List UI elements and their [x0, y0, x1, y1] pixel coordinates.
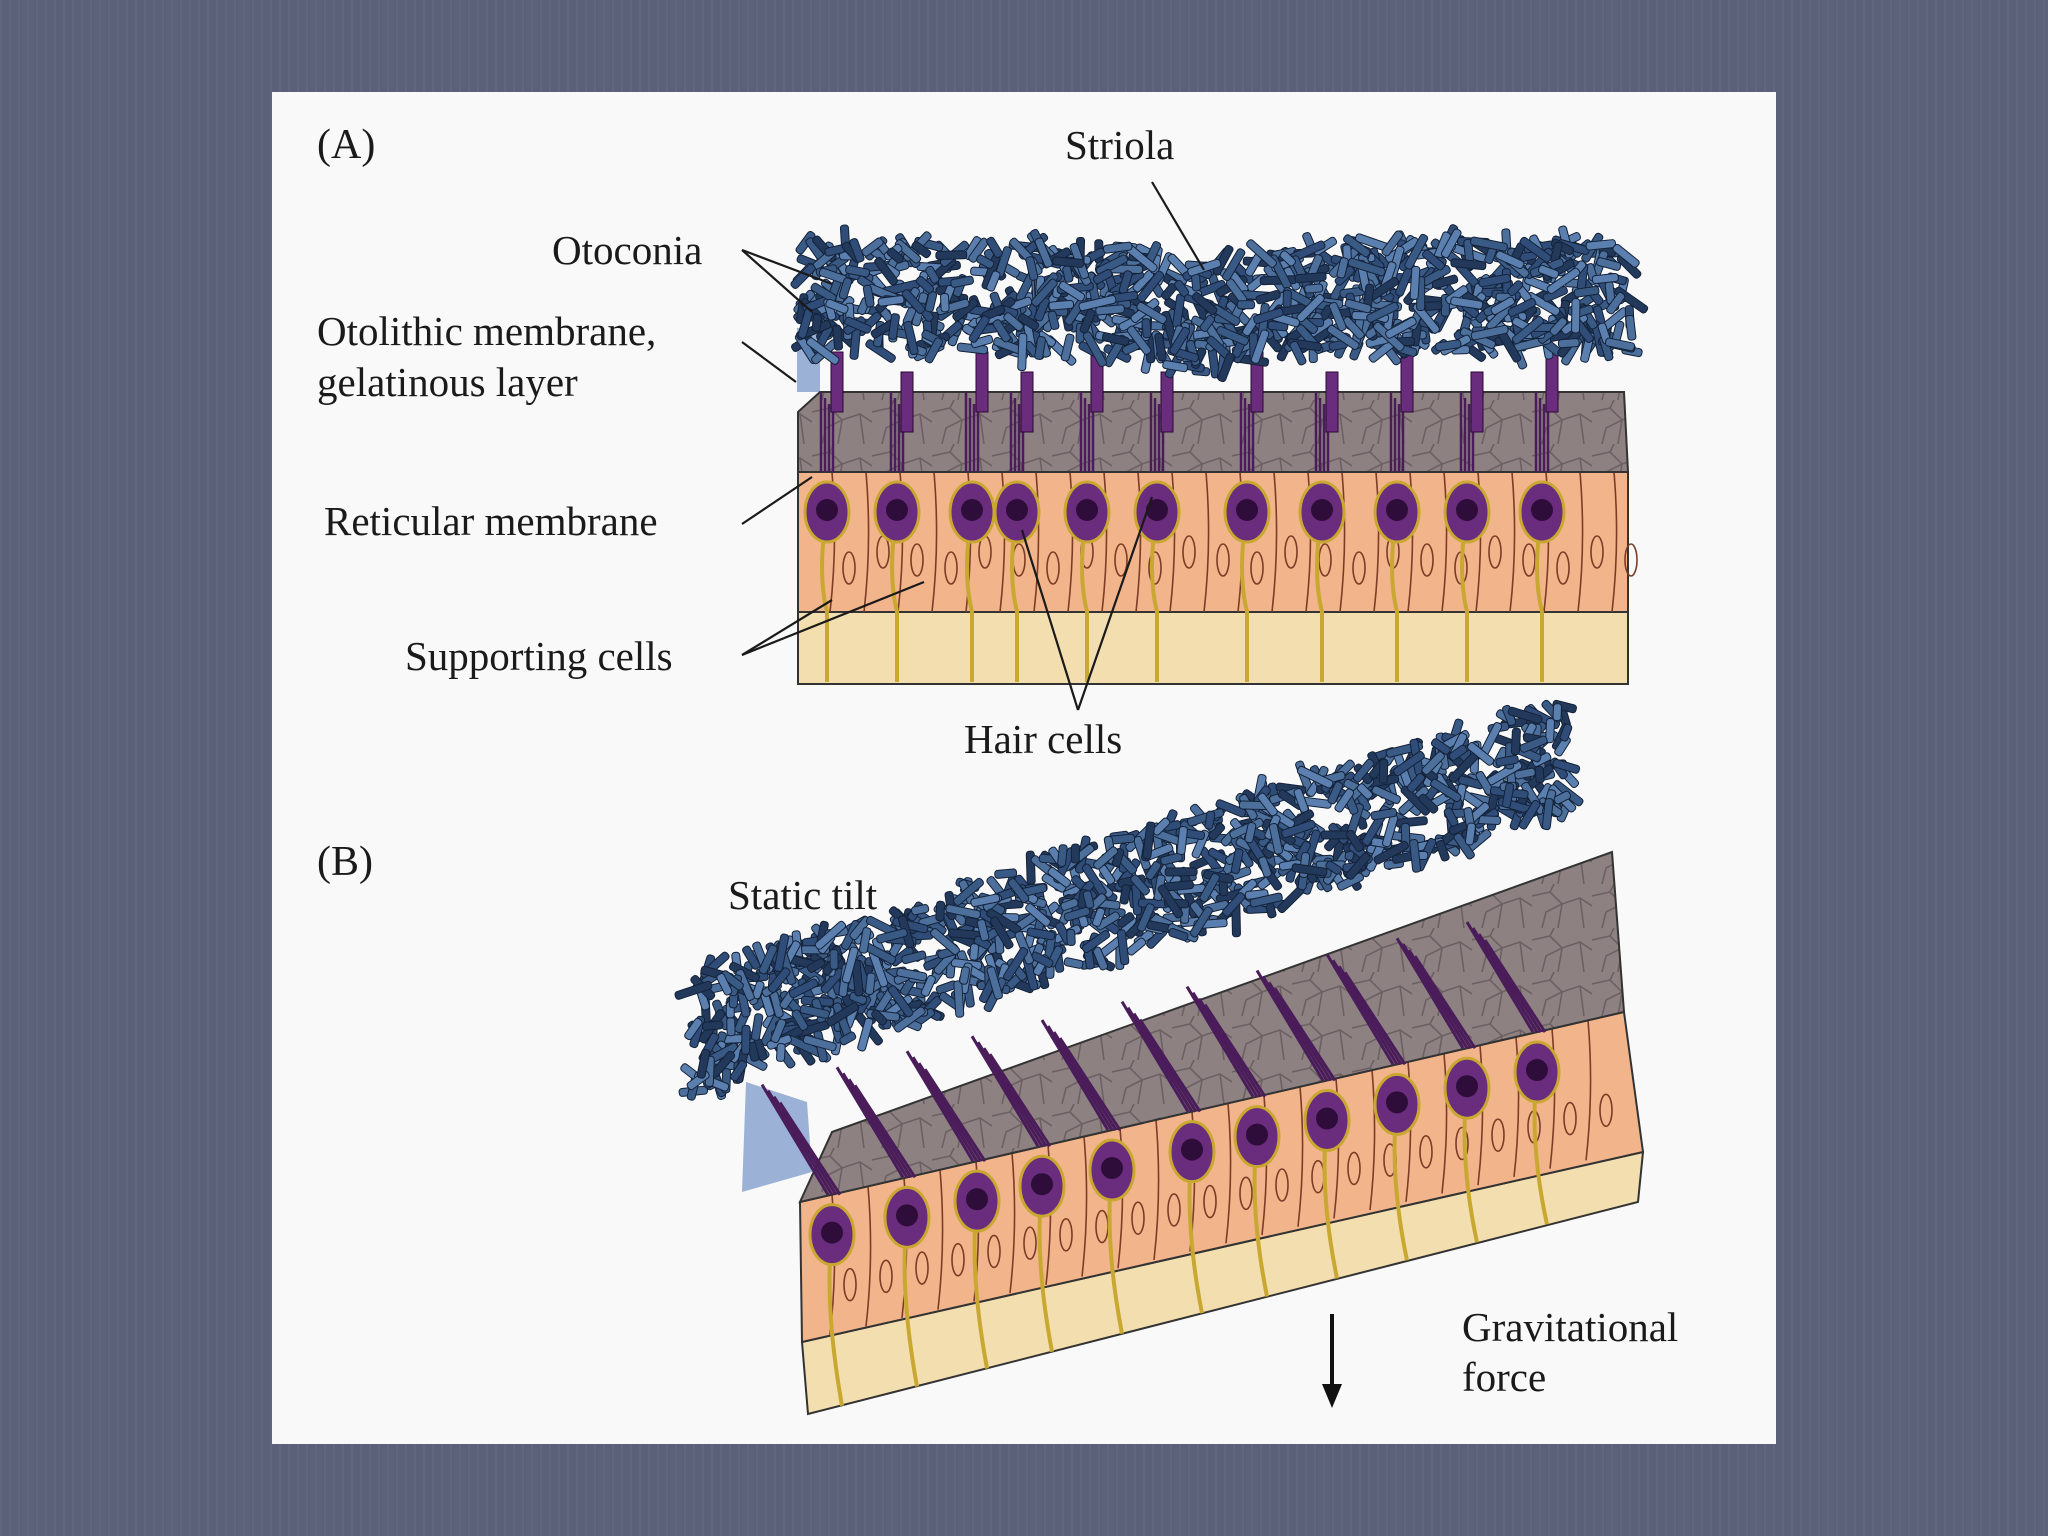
- label-gravitational-line2: force: [1462, 1354, 1547, 1400]
- label-reticular-membrane: Reticular membrane: [324, 498, 658, 544]
- panel-a-illustration: [790, 224, 1649, 685]
- leader-lines-a: [741, 181, 1205, 711]
- label-supporting-cells: Supporting cells: [405, 633, 673, 679]
- supporting-cell-layer-a: [797, 471, 1629, 613]
- label-gravitational-line1: Gravitational: [1462, 1304, 1679, 1350]
- figure-panel: (A) Striola Otoconia Otolithic membrane,…: [272, 92, 1776, 1444]
- panel-b-illustration: [674, 699, 1645, 1416]
- label-otoconia: Otoconia: [552, 227, 703, 273]
- otoconia-b: [674, 699, 1584, 1101]
- hair-cells-a: [803, 351, 1566, 682]
- label-static-tilt: Static tilt: [728, 872, 878, 918]
- gravity-arrow-icon: [1322, 1314, 1342, 1408]
- label-striola: Striola: [1065, 122, 1175, 168]
- label-hair-cells: Hair cells: [964, 716, 1123, 762]
- otolith-diagram: [674, 181, 1649, 1416]
- base-layer-a: [797, 611, 1629, 685]
- gelatinous-layer-a: [797, 391, 1630, 473]
- otoconia-a: [790, 224, 1649, 383]
- panel-a-letter: (A): [317, 122, 376, 168]
- label-otolithic-line1: Otolithic membrane,: [317, 308, 657, 354]
- label-otolithic-line2: gelatinous layer: [317, 359, 578, 405]
- endolymph-fluid-b: [742, 1082, 812, 1192]
- hair-cells-b: [760, 921, 1561, 1407]
- panel-b-letter: (B): [317, 839, 373, 885]
